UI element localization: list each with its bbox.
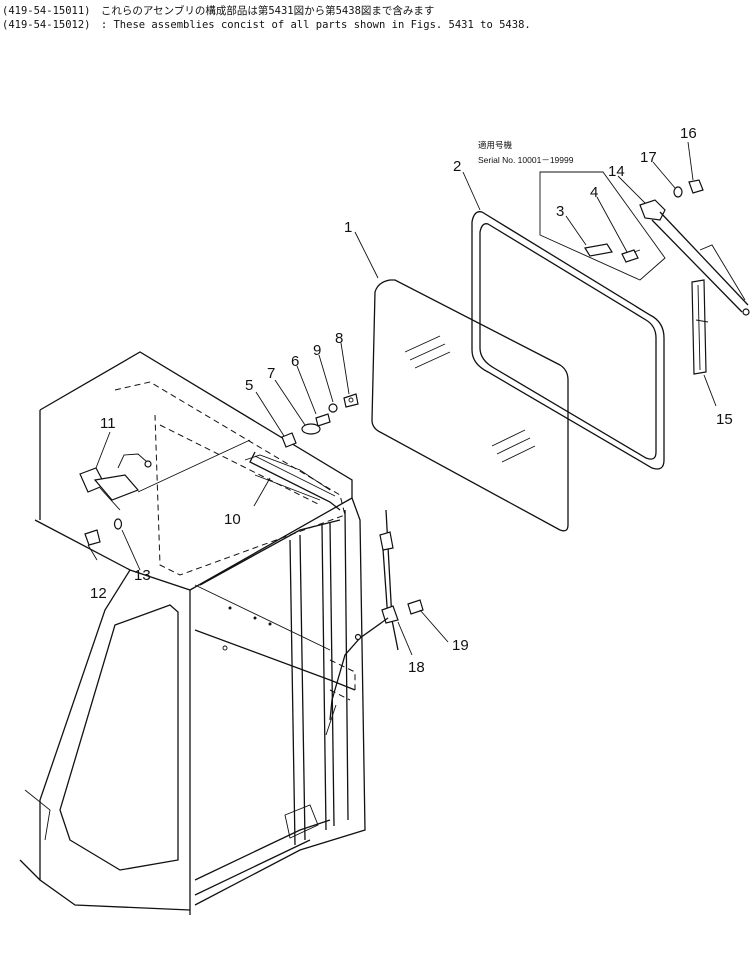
callout-7: 7 (267, 365, 275, 382)
header-line-2: (419-54-15012) : These assemblies concis… (2, 18, 742, 32)
callout-5: 5 (245, 377, 253, 394)
serial-note-box (539, 171, 666, 281)
callout-13: 13 (134, 567, 151, 584)
callout-6: 6 (291, 353, 299, 370)
callout-15: 15 (716, 411, 733, 428)
serial-note-en: Serial No. 10001－19999 (478, 155, 574, 165)
callout-9: 9 (313, 342, 321, 359)
callout-16: 16 (680, 125, 697, 142)
note-japanese: これらのアセンブリの構成部品は第5431図から第5438図まで含みます (100, 5, 435, 17)
window-glass (371, 279, 569, 532)
fastener-parts (281, 393, 359, 448)
callout-18: 18 (408, 659, 425, 676)
serial-note-jp: 適用号機 (478, 140, 513, 150)
callout-2: 2 (453, 158, 461, 175)
part-number-1: (419-54-15011) (2, 5, 91, 17)
wiper-blade (691, 279, 709, 375)
callout-8: 8 (335, 330, 343, 347)
note-english: : These assemblies concist of all parts … (100, 19, 531, 31)
wiper-arm (639, 179, 750, 316)
callout-11: 11 (100, 415, 116, 432)
callout-10: 10 (224, 511, 241, 528)
weather-strip (471, 211, 665, 470)
callout-17: 17 (640, 149, 657, 166)
callout-3: 3 (556, 203, 564, 220)
callout-12: 12 (90, 585, 107, 602)
wiper-link (249, 451, 341, 511)
leader-lines (87, 141, 717, 656)
wiper-motor (79, 439, 251, 546)
header-note: (419-54-15011) これらのアセンブリの構成部品は第5431図から第5… (2, 4, 742, 32)
callout-1: 1 (344, 219, 352, 236)
part-number-2: (419-54-15012) (2, 19, 91, 31)
callout-19: 19 (452, 637, 469, 654)
callout-14: 14 (608, 163, 625, 180)
cab-body (19, 351, 366, 915)
door-linkage (325, 509, 424, 736)
callout-4: 4 (590, 184, 598, 201)
header-line-1: (419-54-15011) これらのアセンブリの構成部品は第5431図から第5… (2, 4, 742, 18)
